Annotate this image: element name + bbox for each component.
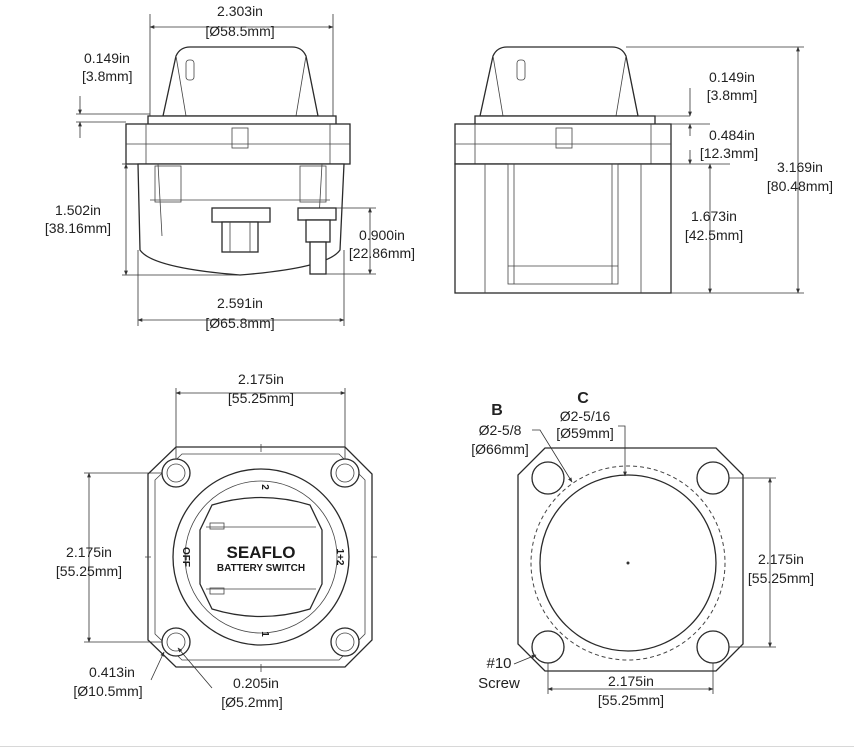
front-knob-step-mm: [3.8mm] <box>82 68 133 84</box>
cutout-spacing-v-value: 2.175in <box>758 551 804 567</box>
side-flange-dimension: 0.484in [12.3mm] <box>671 123 758 165</box>
front-knob-step-value: 0.149in <box>84 50 130 66</box>
top-hole-spacing-v-dimension: 2.175in [55.25mm] <box>56 472 162 643</box>
cutout-spacing-h-value: 2.175in <box>608 673 654 689</box>
front-width-base-mm: [Ø65.8mm] <box>205 315 274 331</box>
top-hole-dia-leader: 0.413in [Ø10.5mm] <box>73 651 165 699</box>
cutout-spacing-v-dimension: 2.175in [55.25mm] <box>729 477 814 648</box>
top-view: SEAFLO BATTERY SWITCH OFF 1+2 2 1 2.175i… <box>56 371 377 710</box>
cutout-view: B Ø2-5/8 [Ø66mm] C Ø2-5/16 [Ø59mm] 2.175… <box>471 390 814 708</box>
side-flange-value: 0.484in <box>709 127 755 143</box>
switch-position-2: 2 <box>259 484 270 490</box>
cutout-b-dia: Ø2-5/8 <box>479 422 522 438</box>
top-hole-spacing-v-mm: [55.25mm] <box>56 563 122 579</box>
top-hole-spacing-h-mm: [55.25mm] <box>228 390 294 406</box>
front-stud-height-value: 0.900in <box>359 227 405 243</box>
top-hole-spacing-v-value: 2.175in <box>66 544 112 560</box>
top-screw-dia-leader: 0.205in [Ø5.2mm] <box>177 647 283 710</box>
top-screw-dia-mm: [Ø5.2mm] <box>221 694 282 710</box>
cutout-spacing-h-dimension: 2.175in [55.25mm] <box>547 663 714 708</box>
switch-brand-text: SEAFLO <box>227 543 296 562</box>
cutout-c-dia: Ø2-5/16 <box>560 408 611 424</box>
front-width-top-mm: [Ø58.5mm] <box>205 23 274 39</box>
front-view: 2.303in [Ø58.5mm] 0.149in [3.8mm] 1.502i… <box>45 3 415 331</box>
top-hole-dia-mm: [Ø10.5mm] <box>73 683 142 699</box>
switch-position-1: 1 <box>259 631 270 637</box>
cutout-c-callout: C Ø2-5/16 [Ø59mm] <box>556 390 627 477</box>
cutout-spacing-v-mm: [55.25mm] <box>748 570 814 586</box>
cutout-view-body <box>517 447 744 672</box>
cutout-b-dia-mm: [Ø66mm] <box>471 441 529 457</box>
switch-position-off: OFF <box>180 547 191 567</box>
switch-subtitle-text: BATTERY SWITCH <box>217 563 305 574</box>
switch-position-both: 1+2 <box>334 549 345 566</box>
side-view: 0.149in [3.8mm] 0.484in [12.3mm] 3.169in… <box>454 46 833 294</box>
side-body-height-mm: [42.5mm] <box>685 227 743 243</box>
front-width-base-value: 2.591in <box>217 295 263 311</box>
side-overall-height-dimension: 3.169in [80.48mm] <box>626 46 833 294</box>
top-hole-dia-value: 0.413in <box>89 664 135 680</box>
cutout-screw-number: #10 <box>486 655 511 672</box>
front-view-body <box>125 46 351 276</box>
side-knob-step-value: 0.149in <box>709 69 755 85</box>
top-hole-spacing-h-value: 2.175in <box>238 371 284 387</box>
side-overall-height-mm: [80.48mm] <box>767 178 833 194</box>
side-body-height-dimension: 1.673in [42.5mm] <box>685 163 743 294</box>
front-width-base-dimension: 2.591in [Ø65.8mm] <box>137 250 345 331</box>
front-body-height-mm: [38.16mm] <box>45 220 111 236</box>
cutout-label-b: B <box>491 402 503 419</box>
cutout-screw-word: Screw <box>478 675 520 692</box>
side-overall-height-value: 3.169in <box>777 159 823 175</box>
front-width-top-dimension: 2.303in [Ø58.5mm] <box>149 3 334 116</box>
front-stud-height-dimension: 0.900in [22.86mm] <box>326 207 415 275</box>
side-body-height-value: 1.673in <box>691 208 737 224</box>
side-knob-step-dimension: 0.149in [3.8mm] <box>638 69 758 125</box>
cutout-c-dia-mm: [Ø59mm] <box>556 425 614 441</box>
cutout-b-callout: B Ø2-5/8 [Ø66mm] <box>471 402 573 483</box>
front-body-height-dimension: 1.502in [38.16mm] <box>45 163 240 276</box>
bottom-divider <box>0 746 854 747</box>
side-flange-mm: [12.3mm] <box>700 145 758 161</box>
cutout-label-c: C <box>577 390 589 407</box>
top-view-body <box>145 444 377 672</box>
cutout-spacing-h-mm: [55.25mm] <box>598 692 664 708</box>
side-view-body <box>454 46 672 294</box>
top-hole-spacing-h-dimension: 2.175in [55.25mm] <box>175 371 346 459</box>
front-knob-step-dimension: 0.149in [3.8mm] <box>76 50 150 138</box>
front-body-height-value: 1.502in <box>55 202 101 218</box>
cutout-screw-leader: #10 Screw <box>478 654 537 692</box>
top-screw-dia-value: 0.205in <box>233 675 279 691</box>
side-knob-step-mm: [3.8mm] <box>707 87 758 103</box>
front-stud-height-mm: [22.86mm] <box>349 245 415 261</box>
front-width-top-value: 2.303in <box>217 3 263 19</box>
